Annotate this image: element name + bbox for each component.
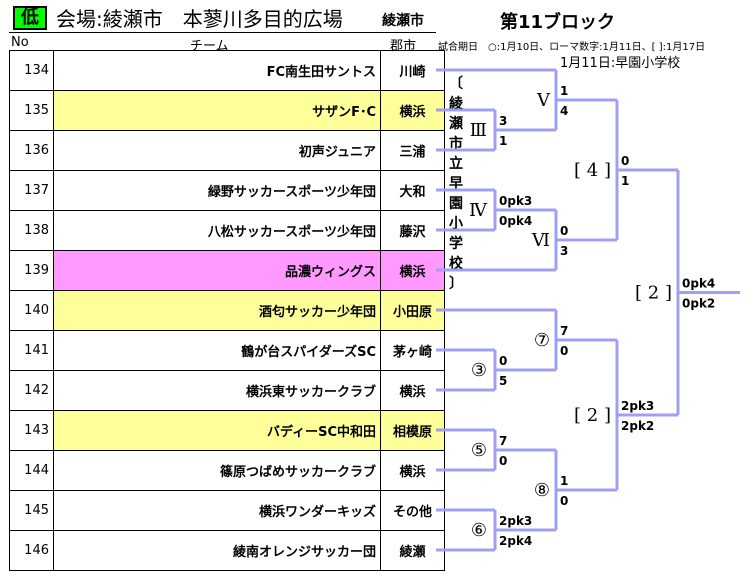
score-bottom: 2pk2 <box>621 419 654 433</box>
team-name: 綾南オレンジサッカー団 <box>53 530 381 571</box>
team-city: 相模原 <box>380 410 445 451</box>
score-top: 0pk3 <box>499 194 532 208</box>
team-name: FC南生田サントス <box>53 50 381 91</box>
match-label: Ⅳ <box>469 200 488 221</box>
team-city: 小田原 <box>380 290 445 331</box>
score-bottom: 0 <box>560 344 568 358</box>
team-name: 品濃ウィングス <box>53 250 381 291</box>
score-bottom: 0pk2 <box>682 297 715 311</box>
schedule-note: 試合期日 ○:1月10日、ローマ数字:1月11日、[ ]:1月17日 <box>438 42 706 53</box>
team-name: 酒匂サッカー少年団 <box>53 290 381 331</box>
score-bottom: 1 <box>499 134 507 148</box>
score-top: 3 <box>499 114 507 128</box>
team-number: 134 <box>9 50 54 91</box>
score-bottom: 0 <box>499 454 507 468</box>
team-name: 鶴が台スパイダーズSC <box>53 330 381 371</box>
match-label: ⑥ <box>471 520 487 541</box>
match-label: ③ <box>471 360 487 381</box>
match-label: Ⅲ <box>470 120 487 141</box>
score-top: 2pk3 <box>499 514 532 528</box>
score-top: 7 <box>499 434 507 448</box>
match-label: [ 2 ] <box>574 405 611 426</box>
team-city: 茅ヶ崎 <box>380 330 445 371</box>
match-label: ⑧ <box>534 480 550 501</box>
score-bottom: 4 <box>560 104 568 118</box>
match-label: [ 2 ] <box>635 283 672 304</box>
team-number: 139 <box>9 250 54 291</box>
team-name: 横浜東サッカークラブ <box>53 370 381 411</box>
title-divider <box>9 32 436 33</box>
level-badge: 低 <box>13 6 47 30</box>
score-bottom: 0pk4 <box>499 214 532 228</box>
match-label: [ 4 ] <box>574 160 611 181</box>
team-number: 136 <box>9 130 54 171</box>
score-top: 1 <box>560 474 568 488</box>
score-top: 0pk4 <box>682 277 715 291</box>
team-name: バディーSC中和田 <box>53 410 381 451</box>
team-city: 横浜 <box>380 450 445 491</box>
score-top: 2pk3 <box>621 399 654 413</box>
score-bottom: 1 <box>621 174 629 188</box>
score-top: 0 <box>499 354 507 368</box>
block-title: 第11ブロック <box>500 12 616 33</box>
score-bottom: 3 <box>560 244 568 258</box>
match-label: Ⅵ <box>531 230 550 251</box>
team-city: 大和 <box>380 170 445 211</box>
team-name: 横浜ワンダーキッズ <box>53 490 381 531</box>
score-bottom: 0 <box>560 494 568 508</box>
score-bottom: 2pk4 <box>499 534 532 548</box>
team-city: 藤沢 <box>380 210 445 251</box>
match-label: Ⅴ <box>536 90 551 111</box>
team-name: 初声ジュニア <box>53 130 381 171</box>
team-city: 横浜 <box>380 90 445 131</box>
venue-title: 会場:綾瀬市 本蓼川多目的広場 <box>56 7 343 31</box>
match-venue-note: 1月11日:早園小学校 <box>560 56 681 71</box>
team-number: 137 <box>9 170 54 211</box>
team-number: 143 <box>9 410 54 451</box>
score-top: 0 <box>560 224 568 238</box>
match-label: ⑤ <box>471 440 487 461</box>
team-city: 横浜 <box>380 370 445 411</box>
team-city: 横浜 <box>380 250 445 291</box>
venue-city: 綾瀬市 <box>382 13 424 29</box>
match-label: ⑦ <box>534 330 550 351</box>
score-top: 7 <box>560 324 568 338</box>
team-name: 緑野サッカースポーツ少年団 <box>53 170 381 211</box>
score-top: 1 <box>560 84 568 98</box>
team-city: その他 <box>380 490 445 531</box>
vertical-venue-note: 〔綾瀬市立早園小学校〕 <box>449 76 463 292</box>
team-number: 135 <box>9 90 54 131</box>
score-top: 0 <box>621 154 629 168</box>
team-name: サザンF･C <box>53 90 381 131</box>
column-header-no: No <box>11 35 29 50</box>
score-bottom: 5 <box>499 374 507 388</box>
team-name: 篠原つばめサッカークラブ <box>53 450 381 491</box>
team-number: 146 <box>9 530 54 571</box>
